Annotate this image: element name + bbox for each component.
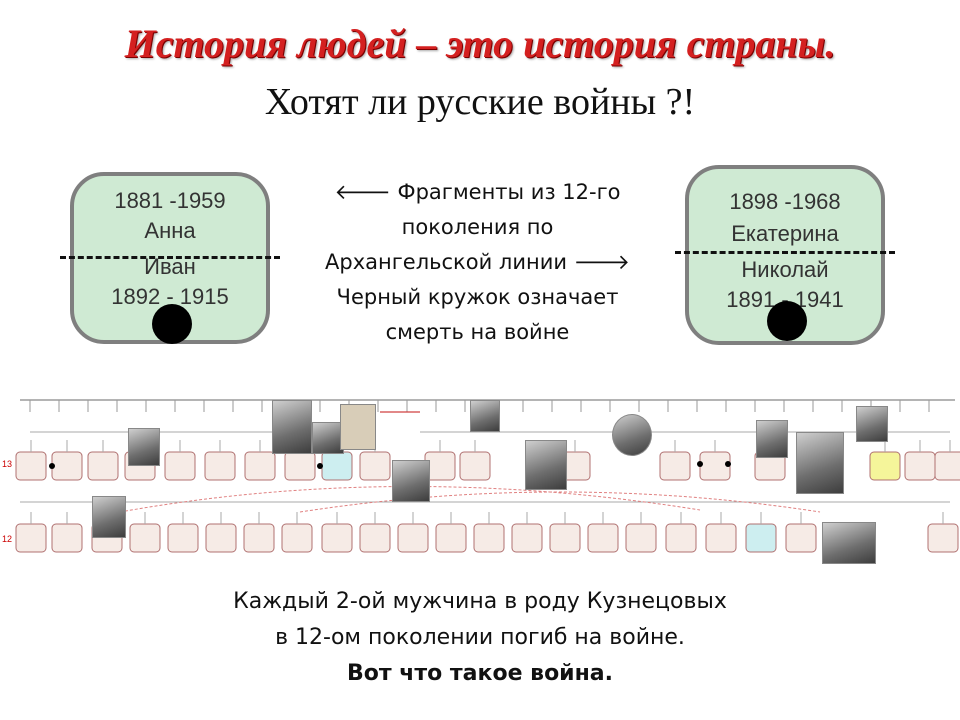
person-box: [705, 523, 737, 553]
person-box: [659, 451, 691, 481]
person-box: [699, 451, 731, 481]
person-box: [435, 523, 467, 553]
slide-subtitle: Хотят ли русские войны ?!: [264, 81, 696, 123]
portrait-photo: [128, 428, 160, 466]
person-box: [359, 451, 391, 481]
war-death-dot: [725, 461, 731, 467]
caption-line: в 12-ом поколении погиб на войне.: [275, 625, 685, 650]
person-box: [904, 451, 936, 481]
person-box: [164, 451, 196, 481]
portrait-photo: [92, 496, 126, 538]
war-death-dot: [49, 463, 55, 469]
person-box: [785, 523, 817, 553]
person-box: [459, 451, 491, 481]
war-death-dot: [152, 304, 192, 344]
person-box: [167, 523, 199, 553]
person-box: [284, 451, 316, 481]
person-box: [243, 523, 275, 553]
description-line: поколения по: [401, 215, 554, 239]
person-box: [927, 523, 959, 553]
person-box: [244, 451, 276, 481]
person-box: [549, 523, 581, 553]
right-card-name-bottom: Николай: [741, 257, 829, 282]
person-box: [511, 523, 543, 553]
caption-line: Каждый 2-ой мужчина в роду Кузнецовых: [233, 589, 727, 614]
person-box: [15, 451, 47, 481]
person-box: [15, 523, 47, 553]
description-line: смерть на войне: [385, 320, 570, 344]
portrait-photo: [612, 414, 652, 456]
portrait-photo: [525, 440, 567, 490]
portrait-photo: [470, 400, 500, 432]
right-card-name-top: Екатерина: [731, 221, 839, 246]
person-box: [397, 523, 429, 553]
portrait-photo: [392, 460, 430, 502]
person-box: [204, 451, 236, 481]
war-death-dot: [317, 463, 323, 469]
fragment-description: 🡐 Фрагменты из 12-го поколения по Арханг…: [300, 175, 655, 350]
person-box: [665, 523, 697, 553]
portrait-photo: [822, 522, 876, 564]
slide-caption: Каждый 2-ой мужчина в роду Кузнецовых в …: [180, 584, 780, 692]
portrait-photo: [856, 406, 888, 442]
family-tree-diagram: 13 12: [0, 392, 960, 564]
portrait-photo: [312, 422, 344, 454]
person-box: [934, 451, 960, 481]
portrait-photo: [272, 400, 312, 454]
caption-emphasis: Вот что такое война.: [347, 661, 613, 686]
document-photo: [340, 404, 376, 450]
person-box: [625, 523, 657, 553]
description-line: Архангельской линии 🡒: [325, 250, 630, 274]
right-card-divider: [675, 251, 895, 254]
person-box: [87, 451, 119, 481]
left-card-name-bottom: Иван: [144, 254, 196, 279]
person-box: [321, 451, 353, 481]
person-box: [51, 523, 83, 553]
generation-12-label: 12: [2, 534, 12, 544]
person-box: [869, 451, 901, 481]
right-family-card: 1898 -1968 Екатерина Николай 1891 - 1941: [675, 165, 895, 345]
generation-13-label: 13: [2, 459, 12, 469]
description-line: Черный кружок означает: [336, 285, 619, 309]
slide-title: История людей – это история страны.: [124, 21, 836, 66]
person-box: [129, 523, 161, 553]
person-box: [587, 523, 619, 553]
portrait-photo: [756, 420, 788, 458]
description-line: 🡐 Фрагменты из 12-го: [334, 180, 621, 204]
person-box: [281, 523, 313, 553]
right-card-years-top: 1898 -1968: [729, 189, 841, 214]
person-box: [321, 523, 353, 553]
person-box: [51, 451, 83, 481]
left-family-card: 1881 -1959 Анна Иван 1892 - 1915: [60, 172, 280, 344]
left-card-divider: [60, 256, 280, 259]
portrait-photo: [796, 432, 844, 494]
war-death-dot: [767, 301, 807, 341]
left-card-name-top: Анна: [144, 218, 196, 243]
left-card-years-top: 1881 -1959: [114, 188, 226, 213]
person-box: [359, 523, 391, 553]
person-box: [473, 523, 505, 553]
person-box: [745, 523, 777, 553]
war-death-dot: [697, 461, 703, 467]
person-box: [205, 523, 237, 553]
